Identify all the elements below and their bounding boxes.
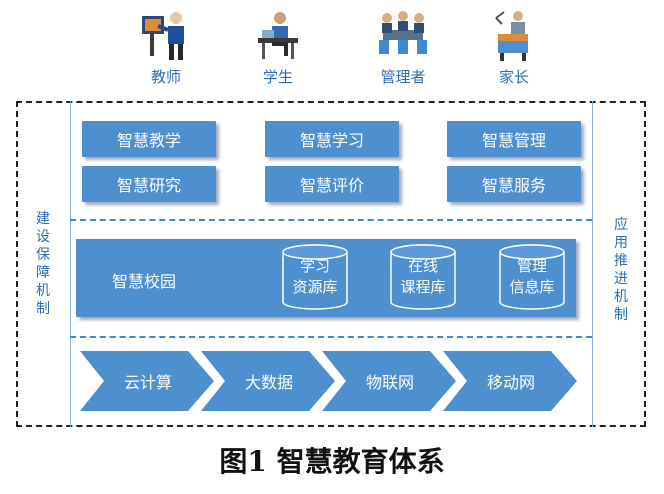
outer-frame [16,101,646,427]
app-smart-research: 智慧研究 [82,166,216,202]
app-smart-teaching: 智慧教学 [82,121,216,157]
chevron-shape [322,351,456,411]
database-label-line2: 信息库 [509,278,555,296]
tech-cloud-computing: 云计算 [80,351,214,411]
tech-label: 大数据 [244,373,293,392]
teacher-icon [142,12,184,60]
left-divider [70,101,71,427]
tech-label: 物联网 [365,373,414,392]
app-smart-service: 智慧服务 [447,166,581,202]
right-label: 应用推进机制 [614,217,628,323]
layer-separator-bottom [70,336,592,338]
chevron-shape [443,351,577,411]
campus-label: 智慧校园 [112,272,177,291]
database-label-line2: 资源库 [292,278,338,296]
student-icon [258,12,298,59]
figure-caption: 图1 智慧教育体系 [219,445,445,478]
tech-mobile-network: 移动网 [443,351,577,411]
database-learning-resources: 学习 资源库 [281,244,349,310]
database-online-courses: 在线 课程库 [389,244,457,310]
tech-label: 移动网 [486,373,535,392]
database-label-line2: 课程库 [400,278,446,296]
database-icon [390,244,456,310]
user-parent: 家长 [474,8,554,90]
database-label: 管理 信息库 [498,256,566,298]
tech-big-data: 大数据 [201,351,335,411]
database-label: 学习 资源库 [281,256,349,298]
right-divider [592,101,593,427]
app-smart-evaluation: 智慧评价 [265,166,399,202]
database-label-line1: 管理 [516,257,547,275]
tech-label: 云计算 [123,373,172,392]
tech-iot: 物联网 [322,351,456,411]
database-label-line1: 学习 [299,257,330,275]
user-label-parent: 家长 [498,68,529,86]
parent-icon [495,11,528,61]
chevron-shape [80,351,214,411]
user-teacher: 教师 [126,8,206,90]
database-label-line1: 在线 [407,257,438,275]
user-label-managers: 管理者 [380,68,426,86]
database-icon [499,244,565,310]
database-management-info: 管理 信息库 [498,244,566,310]
user-student: 学生 [238,8,318,90]
app-smart-management: 智慧管理 [447,121,581,157]
user-label-student: 学生 [262,68,293,86]
database-icon [282,244,348,310]
managers-icon [379,11,427,54]
user-label-teacher: 教师 [150,68,181,86]
layer-separator-top [70,219,592,221]
database-label: 在线 课程库 [389,256,457,298]
chevron-shape [201,351,335,411]
user-managers: 管理者 [363,8,443,90]
app-smart-learning: 智慧学习 [265,121,399,157]
left-label: 建设保障机制 [36,211,50,317]
